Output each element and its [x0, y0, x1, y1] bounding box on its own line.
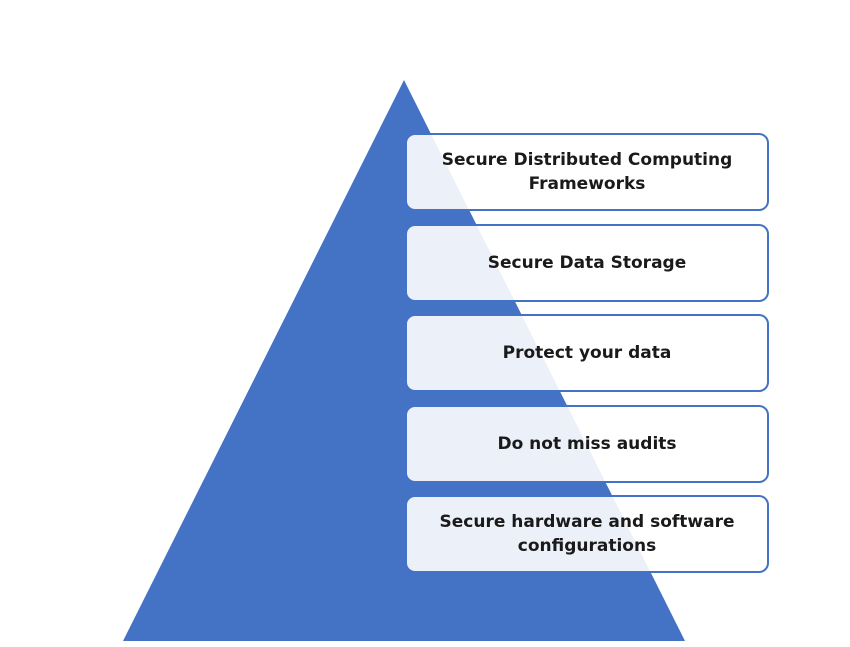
level-box-1: Secure Distributed Computing Frameworks [405, 133, 769, 211]
level-box-2: Secure Data Storage [405, 224, 769, 302]
level-box-4: Do not miss audits [405, 405, 769, 483]
level-box-5: Secure hardware and software configurati… [405, 495, 769, 573]
level-label: Secure Data Storage [487, 253, 687, 273]
level-label: Secure hardware and software configurati… [439, 512, 735, 556]
level-label: Protect your data [502, 343, 672, 363]
level-label: Secure Distributed Computing Frameworks [441, 150, 733, 194]
level-box-3: Protect your data [405, 314, 769, 392]
level-label: Do not miss audits [497, 434, 677, 454]
